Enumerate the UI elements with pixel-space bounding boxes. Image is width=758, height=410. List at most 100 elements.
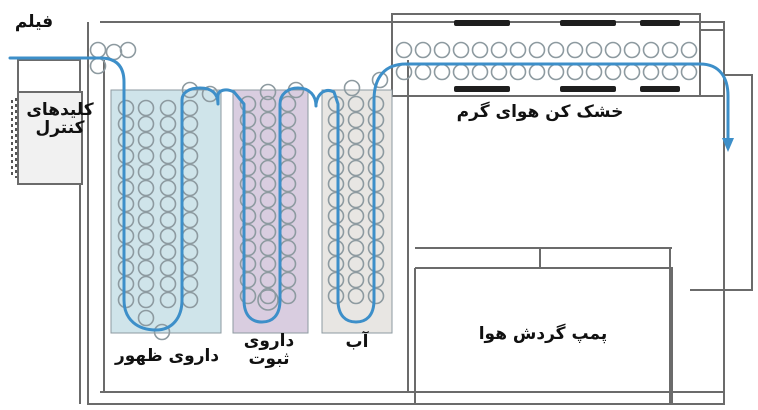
film-roller: [642, 41, 660, 59]
film-roller: [471, 41, 489, 59]
film-roller: [347, 95, 365, 113]
film-roller: [347, 255, 365, 273]
film-roller: [585, 41, 603, 59]
film-roller: [680, 41, 698, 59]
film-roller: [89, 41, 107, 59]
film-roller: [137, 147, 155, 165]
film-roller: [159, 211, 177, 229]
film-roller: [327, 191, 345, 209]
air-pump-label-text: پمپ گردش هوا: [478, 324, 608, 344]
film-roller: [239, 127, 257, 145]
film-roller: [367, 143, 385, 161]
film-roller: [117, 259, 135, 277]
control-keys-line1: کلیدهای: [26, 100, 94, 120]
control-keys-label: کلیدهای کنترل: [20, 100, 100, 138]
water-label: آب: [334, 332, 380, 352]
film-roller: [239, 159, 257, 177]
film-roller: [347, 239, 365, 257]
heater-bar: [454, 86, 510, 92]
film-roller: [347, 223, 365, 241]
air-pump-label: پمپ گردش هوا: [448, 324, 638, 344]
film-roller: [347, 207, 365, 225]
film-roller: [528, 41, 546, 59]
film-roller: [137, 227, 155, 245]
film-roller: [117, 99, 135, 117]
film-roller: [239, 143, 257, 161]
heater-bar: [560, 20, 616, 26]
film-roller: [259, 207, 277, 225]
film-roller: [239, 191, 257, 209]
film-roller: [239, 207, 257, 225]
film-roller: [547, 63, 565, 81]
film-roller: [367, 207, 385, 225]
film-roller: [327, 175, 345, 193]
fixer-label: داروی ثبوت: [238, 332, 300, 369]
film-roller: [367, 111, 385, 129]
film-roller: [159, 275, 177, 293]
film-roller: [347, 127, 365, 145]
film-roller: [680, 63, 698, 81]
film-roller: [137, 291, 155, 309]
film-roller: [239, 95, 257, 113]
dryer-label: خشک کن هوای گرم: [440, 103, 640, 122]
film-roller: [239, 255, 257, 273]
film-roller: [239, 223, 257, 241]
film-path-arrow: [722, 138, 734, 152]
film-roller: [239, 271, 257, 289]
film-roller: [159, 291, 177, 309]
film-roller: [117, 195, 135, 213]
film-roller: [452, 41, 470, 59]
film-roller: [547, 41, 565, 59]
film-roller: [159, 179, 177, 197]
film-roller: [367, 255, 385, 273]
film-path: [8, 56, 730, 332]
film-roller: [117, 275, 135, 293]
film-roller: [137, 211, 155, 229]
film-roller: [257, 289, 279, 311]
film-roller: [490, 63, 508, 81]
film-roller: [259, 255, 277, 273]
film-roller: [137, 131, 155, 149]
film-label: فیلم: [6, 12, 62, 32]
film-roller: [347, 159, 365, 177]
film-rollers: [89, 41, 698, 341]
film-roller: [259, 83, 277, 101]
film-roller: [259, 95, 277, 113]
film-roller: [604, 41, 622, 59]
film-roller: [623, 41, 641, 59]
film-roller: [159, 99, 177, 117]
film-roller: [137, 99, 155, 117]
film-roller: [661, 63, 679, 81]
film-roller: [137, 179, 155, 197]
film-roller: [452, 63, 470, 81]
film-roller: [137, 195, 155, 213]
film-roller: [509, 63, 527, 81]
film-roller: [371, 71, 389, 89]
film-roller: [117, 147, 135, 165]
film-roller: [367, 271, 385, 289]
film-roller: [661, 41, 679, 59]
film-roller: [259, 191, 277, 209]
film-roller: [159, 195, 177, 213]
film-roller: [347, 191, 365, 209]
film-roller: [367, 175, 385, 193]
heater-bar: [454, 20, 510, 26]
film-roller: [367, 287, 385, 305]
film-roller: [117, 179, 135, 197]
film-roller: [117, 115, 135, 133]
film-roller: [259, 239, 277, 257]
film-roller: [117, 227, 135, 245]
film-roller: [642, 63, 660, 81]
film-roller: [414, 41, 432, 59]
film-label-text: فیلم: [14, 12, 54, 32]
film-roller: [137, 275, 155, 293]
water-label-text: آب: [345, 332, 369, 352]
heater-bar: [640, 86, 680, 92]
film-roller: [347, 143, 365, 161]
film-roller: [117, 243, 135, 261]
film-roller: [159, 131, 177, 149]
film-roller: [137, 259, 155, 277]
film-roller: [367, 223, 385, 241]
